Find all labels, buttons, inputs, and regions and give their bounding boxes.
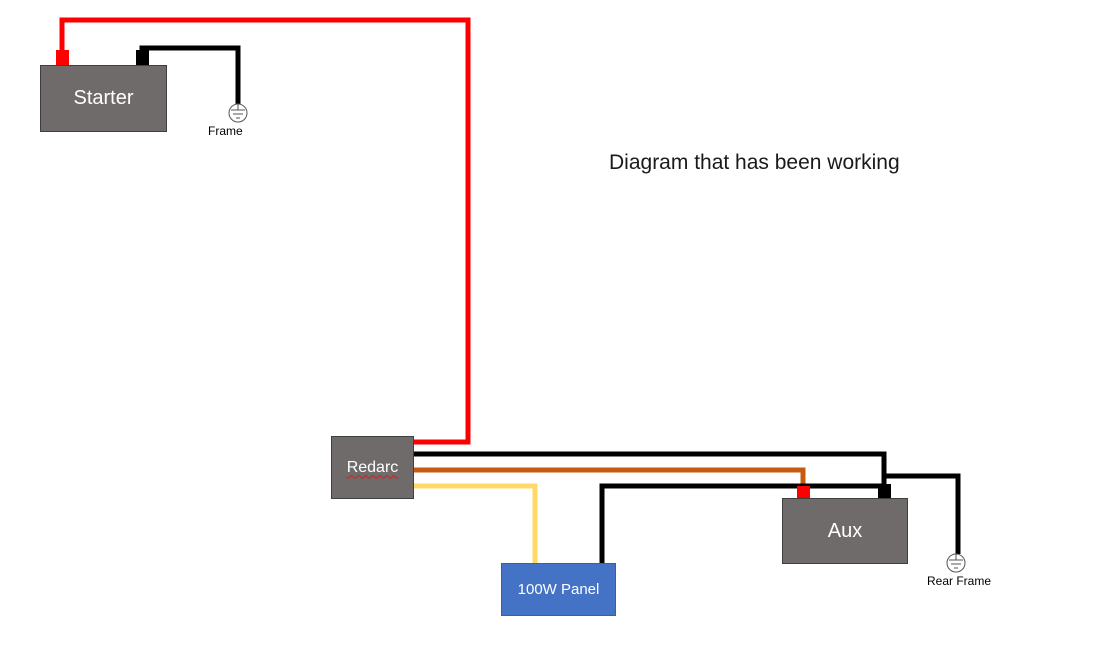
panel-negative-wire [599, 483, 884, 563]
aux-negative-ground-wire [884, 473, 961, 554]
panel-label: 100W Panel [517, 581, 600, 598]
starter-negative-terminal [136, 50, 149, 65]
redarc-aux-output-wire [414, 467, 806, 486]
starter-battery: Starter [40, 65, 167, 132]
redarc-label: Redarc [346, 458, 399, 476]
frame-ground-icon [228, 103, 248, 123]
starter-positive-wire [59, 17, 471, 445]
redarc-charger: Redarc [331, 436, 414, 499]
diagram-title: Diagram that has been working [609, 151, 900, 174]
rear-frame-ground-icon [946, 553, 966, 573]
aux-negative-terminal [878, 484, 891, 499]
aux-battery: Aux [782, 498, 908, 564]
solar-panel: 100W Panel [501, 563, 616, 616]
solar-input-wire [414, 483, 538, 563]
starter-positive-terminal [56, 50, 69, 65]
aux-positive-terminal [797, 486, 810, 499]
frame-ground-label: Frame [208, 124, 243, 138]
starter-label: Starter [73, 87, 134, 109]
rear-frame-ground-label: Rear Frame [927, 574, 992, 588]
aux-label: Aux [827, 519, 863, 542]
